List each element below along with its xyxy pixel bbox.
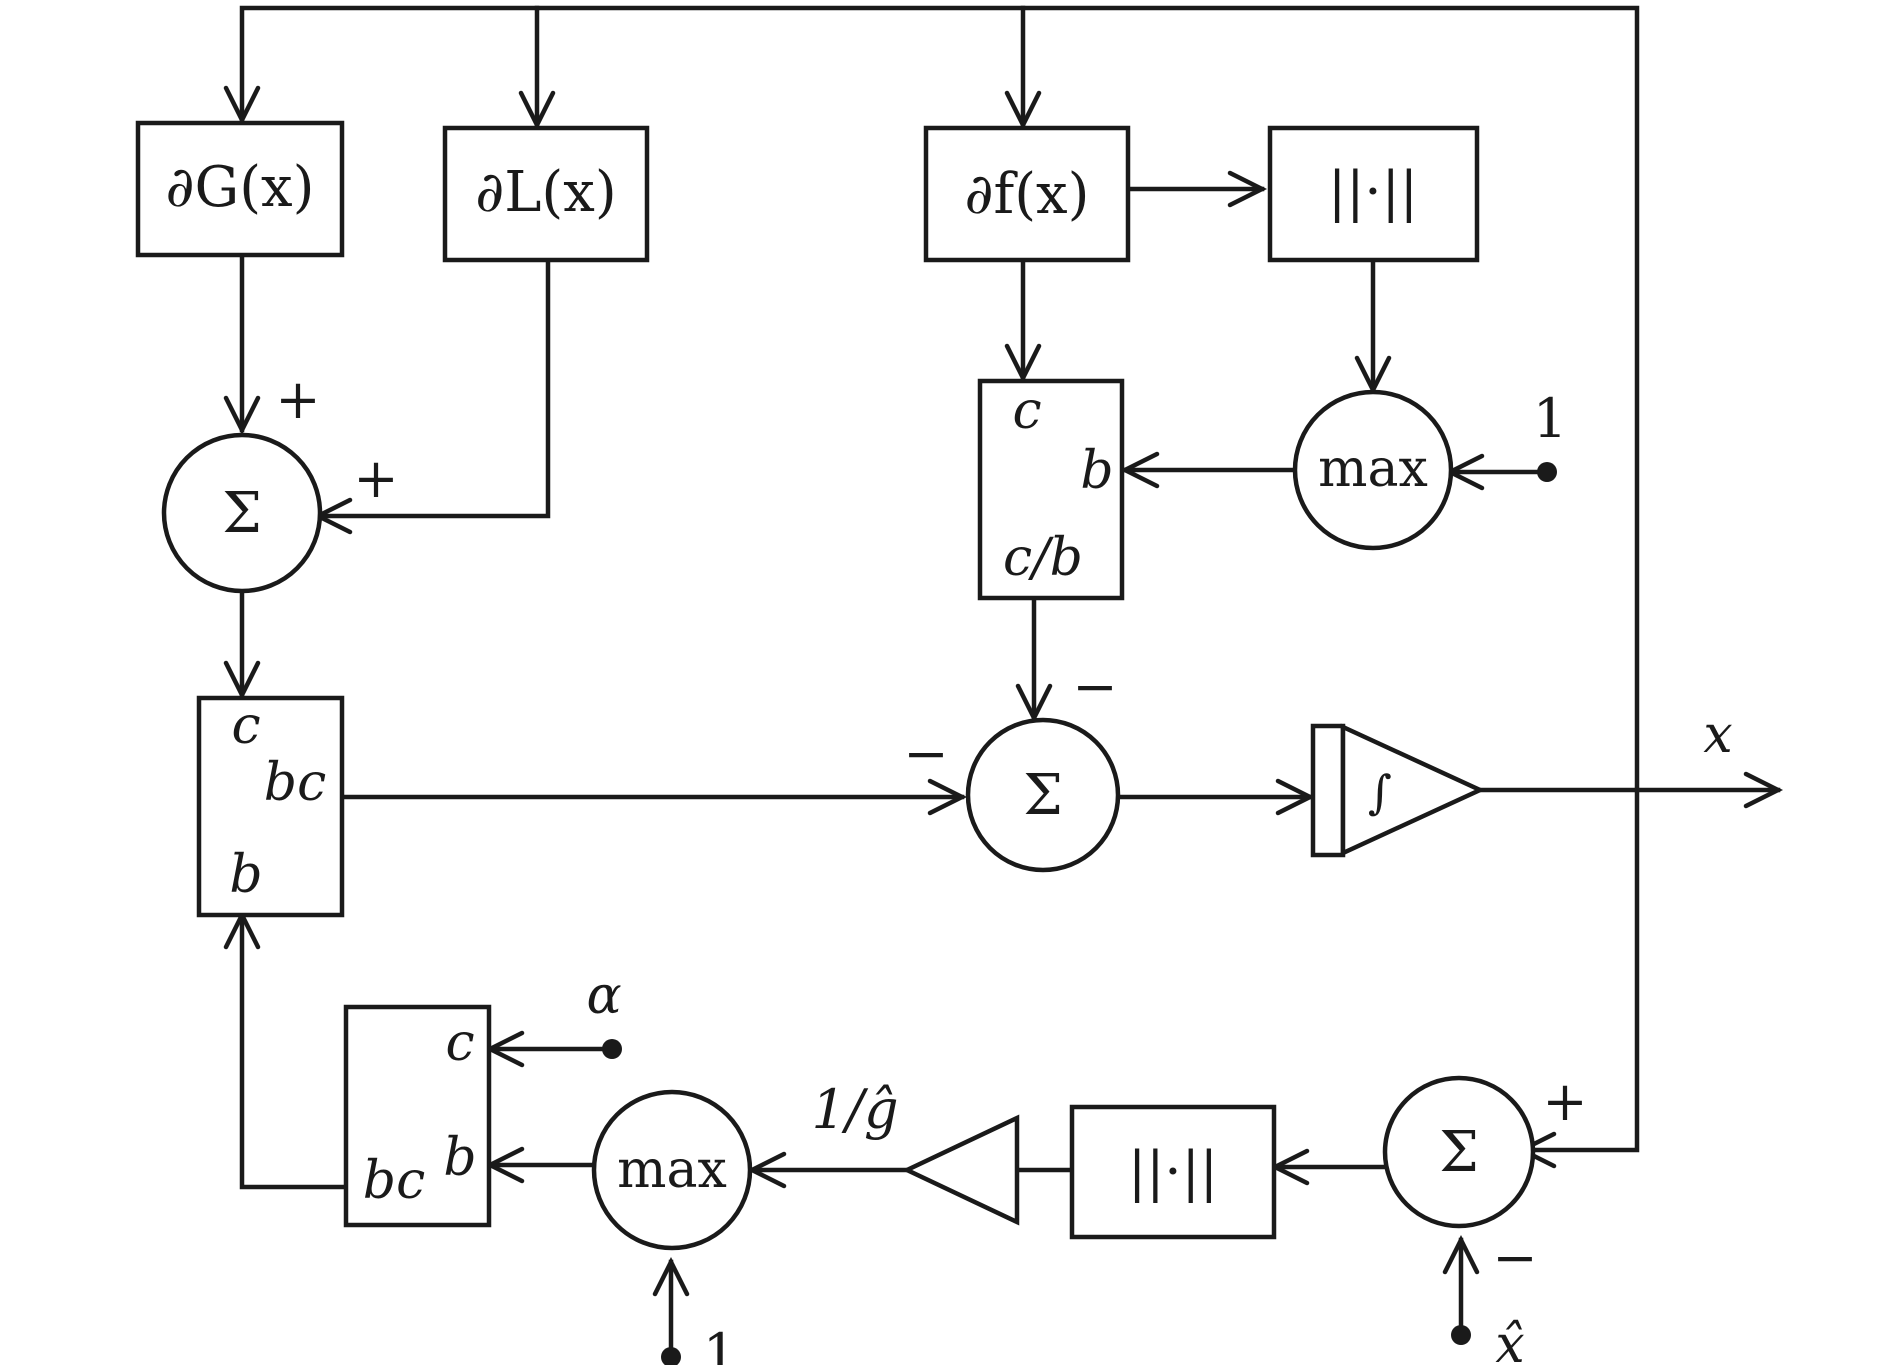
- dL-to-sum1: [315, 257, 551, 519]
- port-bc: bc: [264, 753, 326, 813]
- integrator-bar: [1310, 723, 1346, 858]
- arrowhead: [1004, 343, 1042, 384]
- arrowhead: [1442, 1234, 1480, 1275]
- arrowhead: [1119, 451, 1160, 489]
- block-frame: [1069, 1104, 1277, 1240]
- block-label: ||·||: [1128, 1140, 1218, 1203]
- arrowheads: [223, 85, 1784, 1297]
- input-label-one-bottom: 1: [703, 1322, 737, 1365]
- port-b: b: [443, 1128, 476, 1188]
- sum-junction-bottom: Σ: [1382, 1075, 1536, 1229]
- input-label-xhat: x̂: [1495, 1315, 1524, 1365]
- feedback-bus: [239, 5, 1640, 793]
- max-circle: [591, 1089, 753, 1251]
- port-c-over-b: c/b: [1003, 528, 1083, 588]
- divider-frame: [977, 378, 1125, 601]
- input-dot-xhat: [1451, 1325, 1471, 1345]
- divider-frame: [196, 695, 345, 918]
- sign-minus: −: [903, 722, 948, 785]
- arrowhead: [1275, 778, 1316, 816]
- sign-plus: +: [353, 447, 398, 510]
- io-labels: 1 α 1 x̂ 1/ĝ x: [586, 387, 1732, 1365]
- divider-bottom-left: c b bc: [343, 1004, 492, 1228]
- arrowhead: [223, 395, 261, 436]
- div2-to-div1: [239, 912, 349, 1190]
- sign-minus: −: [1072, 655, 1117, 718]
- gain-label: 1/ĝ: [811, 1078, 898, 1141]
- port-c: c: [445, 1013, 474, 1073]
- max-block-top: max: [1292, 389, 1454, 551]
- port-c: c: [231, 696, 260, 756]
- port-b: b: [1080, 441, 1113, 501]
- input-dot-one-bottom: [661, 1347, 681, 1365]
- input-label-alpha: α: [586, 966, 621, 1026]
- source-dots: [602, 462, 1557, 1365]
- block-norm-top: ||·||: [1267, 125, 1480, 263]
- wires: [239, 5, 1781, 1360]
- arrowhead: [1004, 90, 1042, 131]
- gain-block: [901, 1114, 1020, 1226]
- integrator-triangle: [1340, 723, 1486, 857]
- sum-label: Σ: [222, 481, 262, 546]
- block-label: ∂L(x): [475, 160, 616, 225]
- sum-junction-top: Σ: [161, 432, 323, 594]
- divider-top-right: c b c/b: [977, 378, 1125, 601]
- block-frame: [442, 125, 650, 263]
- input-dot-alpha: [602, 1039, 622, 1059]
- block-dG: ∂G(x): [135, 120, 345, 258]
- divider-frame: [343, 1004, 492, 1228]
- input-dot-one-top: [1537, 462, 1557, 482]
- block-label: ||·||: [1328, 160, 1418, 223]
- block-df: ∂f(x): [923, 125, 1131, 263]
- sum-circle: [965, 717, 1121, 873]
- block-label: ∂f(x): [965, 162, 1090, 227]
- arrowhead: [518, 90, 556, 131]
- max-label: max: [1318, 439, 1428, 499]
- arrowhead: [1227, 170, 1268, 208]
- block-dL: ∂L(x): [442, 125, 650, 263]
- max-block-bottom: max: [591, 1089, 753, 1251]
- port-b: b: [229, 845, 262, 905]
- sum-junction-middle: Σ: [965, 717, 1121, 873]
- integrator-block: ∫: [1310, 723, 1486, 858]
- signs: + + − − + −: [275, 368, 1587, 1289]
- arrowhead: [223, 85, 261, 126]
- divider-left: c bc b: [196, 695, 345, 918]
- arrowhead: [223, 660, 261, 701]
- arrowhead: [927, 778, 968, 816]
- block-frame: [135, 120, 345, 258]
- arrowhead: [1743, 771, 1784, 809]
- port-c: c: [1012, 381, 1041, 441]
- block-label: ∂G(x): [166, 155, 315, 220]
- arrowhead: [1015, 683, 1053, 724]
- input-label-one-top: 1: [1533, 387, 1567, 450]
- sum-label: Σ: [1023, 763, 1063, 828]
- bus-to-bottom-sum: [1519, 787, 1640, 1153]
- output-label: x: [1703, 705, 1732, 765]
- block-frame: [923, 125, 1131, 263]
- sign-minus: −: [1492, 1226, 1537, 1289]
- block-norm-bottom: ||·||: [1069, 1104, 1277, 1240]
- block-frame: [1267, 125, 1480, 263]
- max-label: max: [617, 1140, 727, 1200]
- sum-circle: [1382, 1075, 1536, 1229]
- max-circle: [1292, 389, 1454, 551]
- sign-plus: +: [1542, 1070, 1587, 1133]
- gain-triangle: [901, 1114, 1020, 1226]
- arrowhead: [652, 1256, 690, 1297]
- sum-label: Σ: [1439, 1120, 1479, 1185]
- integrator-label: ∫: [1368, 765, 1392, 819]
- sum-circle: [161, 432, 323, 594]
- sign-plus: +: [275, 368, 320, 431]
- port-bc: bc: [363, 1151, 425, 1211]
